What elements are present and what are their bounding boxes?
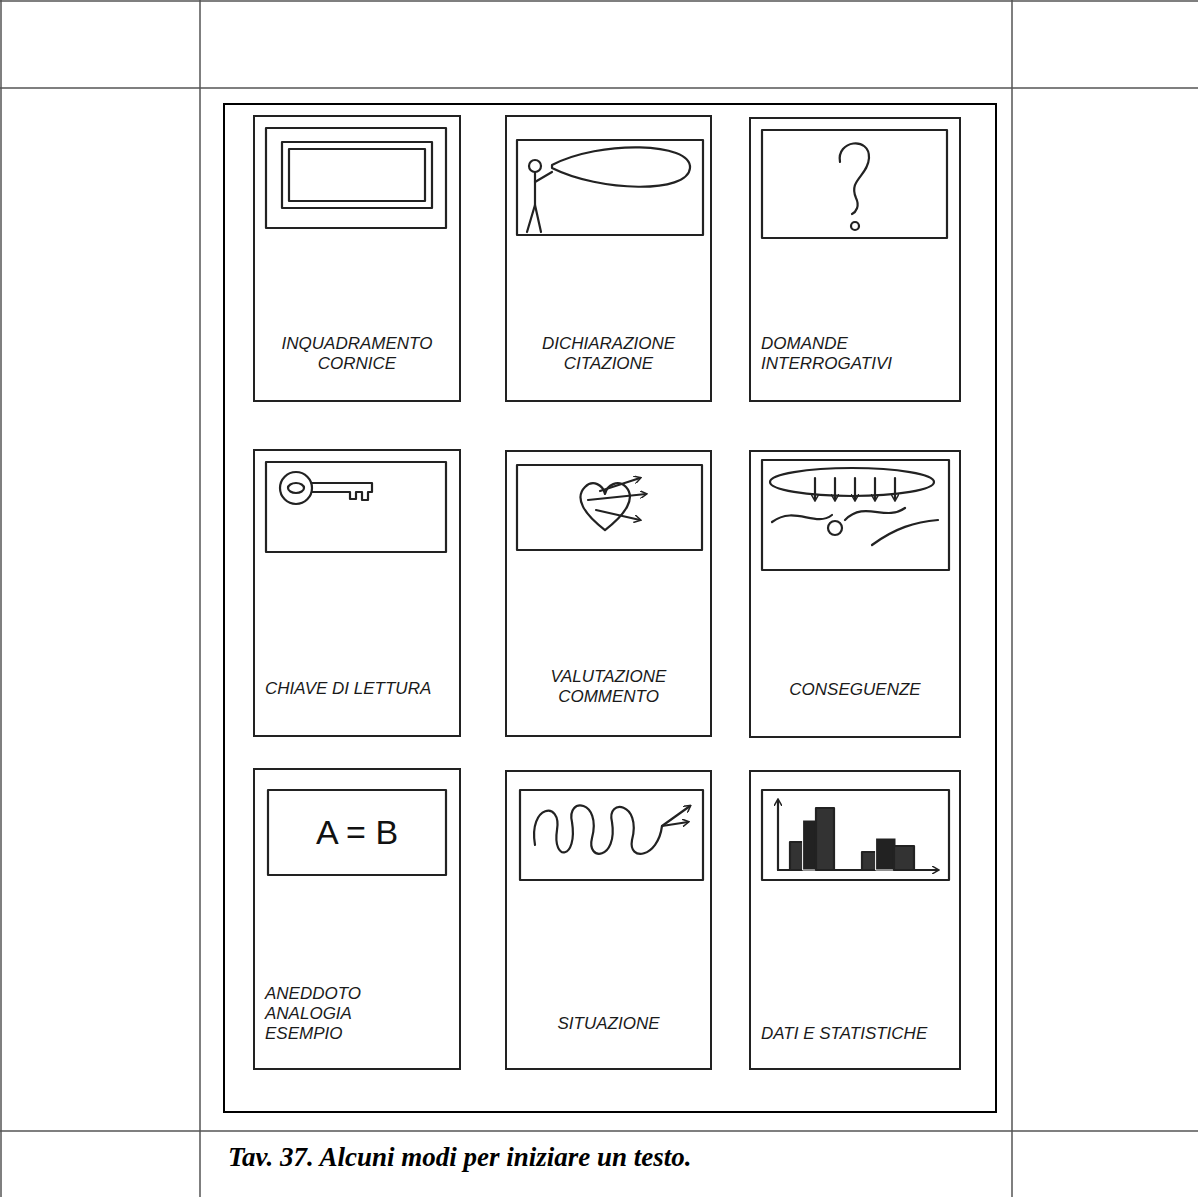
formula-text: A = B <box>268 812 446 852</box>
consequences-icon <box>770 468 938 545</box>
method-card: DOMANDE INTERROGATIVI <box>749 117 961 402</box>
card-label: INQUADRAMENTO CORNICE <box>265 334 449 374</box>
method-card: SITUAZIONE <box>505 770 712 1070</box>
situation-icon <box>534 805 690 853</box>
picture-box <box>268 790 446 875</box>
card-label: VALUTAZIONE COMMENTO <box>517 667 700 707</box>
card-label: DATI E STATISTICHE <box>761 1024 949 1044</box>
card-label: SITUAZIONE <box>517 1014 700 1034</box>
card-label: DOMANDE INTERROGATIVI <box>761 334 949 374</box>
speaker-icon <box>527 147 690 232</box>
picture-box <box>762 460 949 570</box>
card-label: DICHIARAZIONE CITAZIONE <box>517 334 700 374</box>
card-label: ANEDDOTO ANALOGIA ESEMPIO <box>265 984 385 1044</box>
picture-box <box>762 790 949 880</box>
picture-box <box>520 790 703 880</box>
picture-box <box>517 140 703 235</box>
method-card: VALUTAZIONE COMMENTO <box>505 450 712 737</box>
card-label: CONSEGUENZE <box>761 680 949 700</box>
picture-box <box>266 462 446 552</box>
key-icon <box>280 472 372 504</box>
chart-icon <box>778 800 938 870</box>
method-card: DICHIARAZIONE CITAZIONE <box>505 115 712 402</box>
picture-box <box>266 128 446 228</box>
picture-box <box>517 465 702 550</box>
method-card: CHIAVE DI LETTURA <box>253 449 461 737</box>
picture-box <box>762 130 947 238</box>
heart-icon <box>580 478 646 530</box>
figure-caption: Tav. 37. Alcuni modi per iniziare un tes… <box>228 1140 1008 1174</box>
frame-icon <box>282 142 432 208</box>
method-card: INQUADRAMENTO CORNICE <box>253 115 461 402</box>
figure-frame <box>224 104 996 1112</box>
method-card: CONSEGUENZE <box>749 450 961 738</box>
question-icon <box>840 143 869 230</box>
card-label: CHIAVE DI LETTURA <box>265 679 449 699</box>
method-card: DATI E STATISTICHE <box>749 770 961 1070</box>
